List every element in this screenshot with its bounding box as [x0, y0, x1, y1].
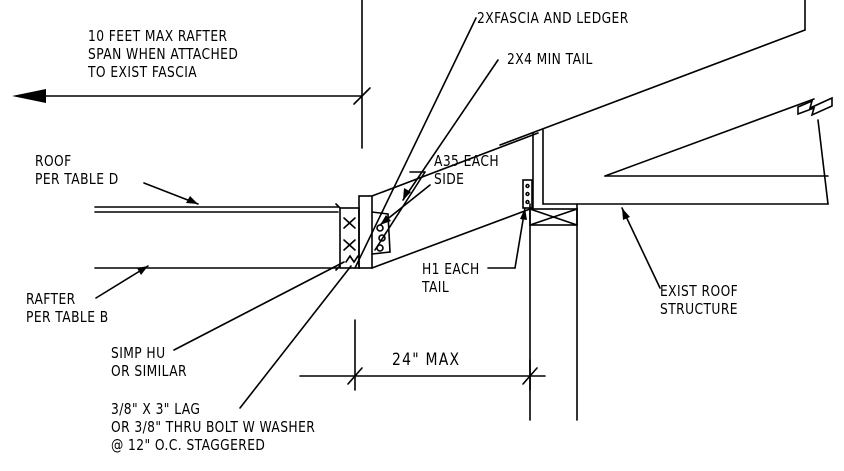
h1-label-line-1: H1 EACH: [422, 260, 480, 278]
exist-roof-label-line-2: STRUCTURE: [660, 300, 738, 318]
rafter-label-line-1: RAFTER: [26, 290, 76, 308]
dimension-line-24: [299, 319, 546, 391]
roof-label-line-2: PER TABLE D: [35, 170, 119, 188]
a35-label-line-1: A35 EACH: [434, 152, 500, 170]
roof-label-line-1: ROOF: [35, 152, 72, 170]
lag-label-line-3: @ 12" O.C. STAGGERED: [111, 436, 266, 454]
exist-roof-label-line-1: EXIST ROOF: [660, 282, 739, 300]
span-note-line-2: SPAN WHEN ATTACHED: [88, 45, 239, 63]
span-arrow: [12, 0, 371, 149]
hanger-label-line-1: SIMP HU: [111, 344, 166, 362]
new-roof-rafter: [94, 206, 339, 269]
span-note-line-3: TO EXIST FASCIA: [88, 63, 198, 81]
rafter-label-line-2: PER TABLE B: [26, 308, 109, 326]
lag-label-line-2: OR 3/8" THRU BOLT W WASHER: [111, 418, 316, 436]
dimension-24-max-label: 24" MAX: [392, 350, 461, 370]
a35-label-line-2: SIDE: [434, 170, 465, 188]
fascia-ledger-assembly: [335, 132, 539, 271]
hanger-label-line-2: OR SIMILAR: [111, 362, 188, 380]
tail-label: 2X4 MIN TAIL: [507, 50, 593, 68]
lag-label-line-1: 3/8" X 3" LAG: [111, 400, 201, 418]
leader-arrowheads: [137, 188, 630, 275]
span-note-line-1: 10 FEET MAX RAFTER: [88, 27, 228, 45]
leader-lines: [95, 17, 661, 409]
existing-roof-structure: [499, 0, 833, 205]
h1-label-line-2: TAIL: [422, 278, 450, 296]
fascia-ledger-label: 2XFASCIA AND LEDGER: [477, 9, 629, 27]
